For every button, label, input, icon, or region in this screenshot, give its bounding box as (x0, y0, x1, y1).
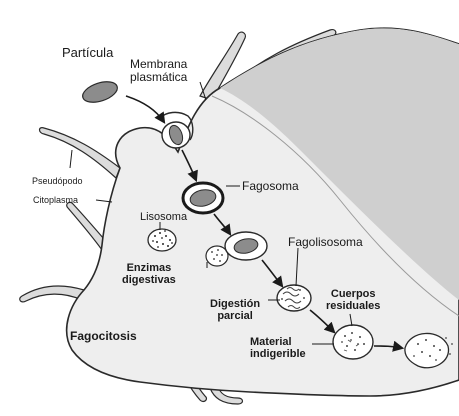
label-particle: Partícula (62, 45, 114, 60)
label-pseudopod: Pseudópodo (32, 176, 83, 186)
label-membrane-line2: plasmática (130, 70, 188, 85)
label-residual-bodies-line2: residuales (326, 300, 381, 313)
partial-digestion-vesicle (276, 284, 312, 312)
label-indigestible-material: Material indigerible (250, 336, 306, 360)
label-residual-bodies: Cuerpos residuales (326, 288, 380, 312)
label-partial-digestion-line1: Digestión (210, 298, 261, 310)
fusing-lysosome (205, 231, 268, 267)
lysosome-shape (147, 228, 177, 252)
phagosome-shape (181, 181, 225, 215)
label-digestive-enzymes: Enzimas digestivas (122, 262, 176, 286)
label-indigestible-line1: Material (250, 336, 292, 348)
label-phagocytosis: Fagocitosis (70, 329, 137, 343)
phagocyte-cell (65, 27, 459, 397)
residual-body-vesicle (332, 324, 374, 360)
label-residual-bodies-line1: Cuerpos (330, 288, 376, 300)
label-plasma-membrane: Membrana plasmática (130, 57, 188, 85)
label-enzymes-line2: digestivas (122, 274, 176, 287)
label-enzymes-line1: Enzimas (126, 262, 172, 274)
label-cytoplasm: Citoplasma (33, 195, 79, 205)
label-indigestible-line2: indigerible (250, 348, 306, 361)
pathway-arrows (125, 95, 405, 352)
label-phagolysosome: Fagolisosoma (288, 235, 363, 249)
label-lysosome: Lisosoma (140, 211, 188, 223)
particle-shape (82, 81, 118, 103)
leader-lines (69, 81, 353, 345)
label-partial-digestion-line2: parcial (217, 310, 253, 323)
label-membrane-line1: Membrana (130, 57, 188, 71)
label-phagosome: Fagosoma (242, 179, 299, 193)
exocytosis-vesicle (404, 332, 453, 369)
engulfing-vesicle (161, 121, 191, 149)
label-partial-digestion: Digestión parcial (210, 298, 260, 322)
